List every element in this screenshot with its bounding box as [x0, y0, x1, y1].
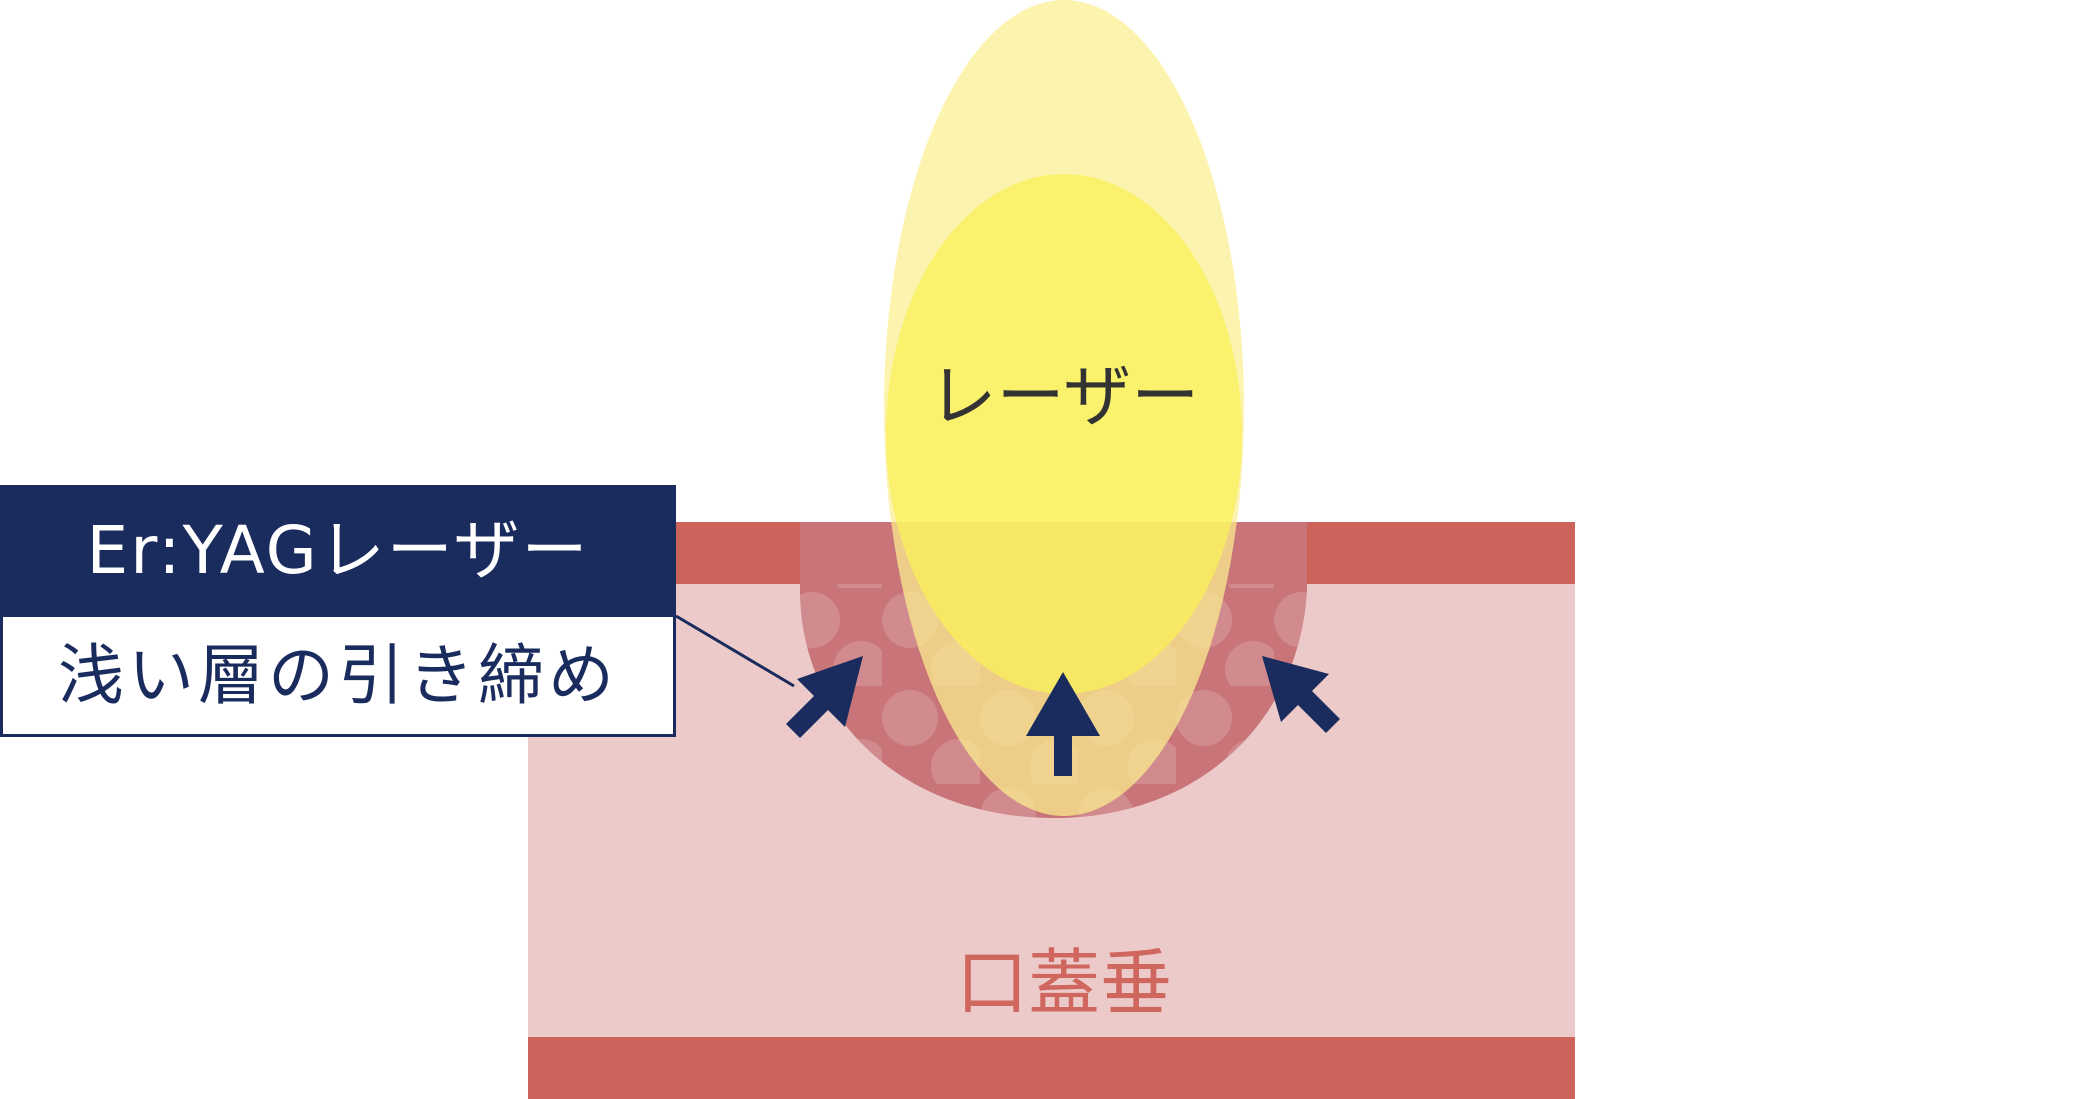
callout-title: Er:YAGレーザー — [0, 485, 676, 617]
tissue-bottom-band — [528, 1037, 1575, 1099]
laser-inner-core — [886, 174, 1242, 694]
laser-label: レーザー — [929, 358, 1200, 437]
arrow-up-icon — [1026, 672, 1100, 776]
callout-box: Er:YAGレーザー 浅い層の引き締め — [0, 485, 676, 740]
callout-leader-line — [675, 614, 795, 688]
tissue-label: 口蓋垂 — [956, 941, 1172, 1025]
arrow-up-left-icon — [786, 656, 863, 738]
arrow-up-right-icon — [1262, 656, 1340, 733]
callout-subtitle: 浅い層の引き締め — [0, 617, 676, 737]
